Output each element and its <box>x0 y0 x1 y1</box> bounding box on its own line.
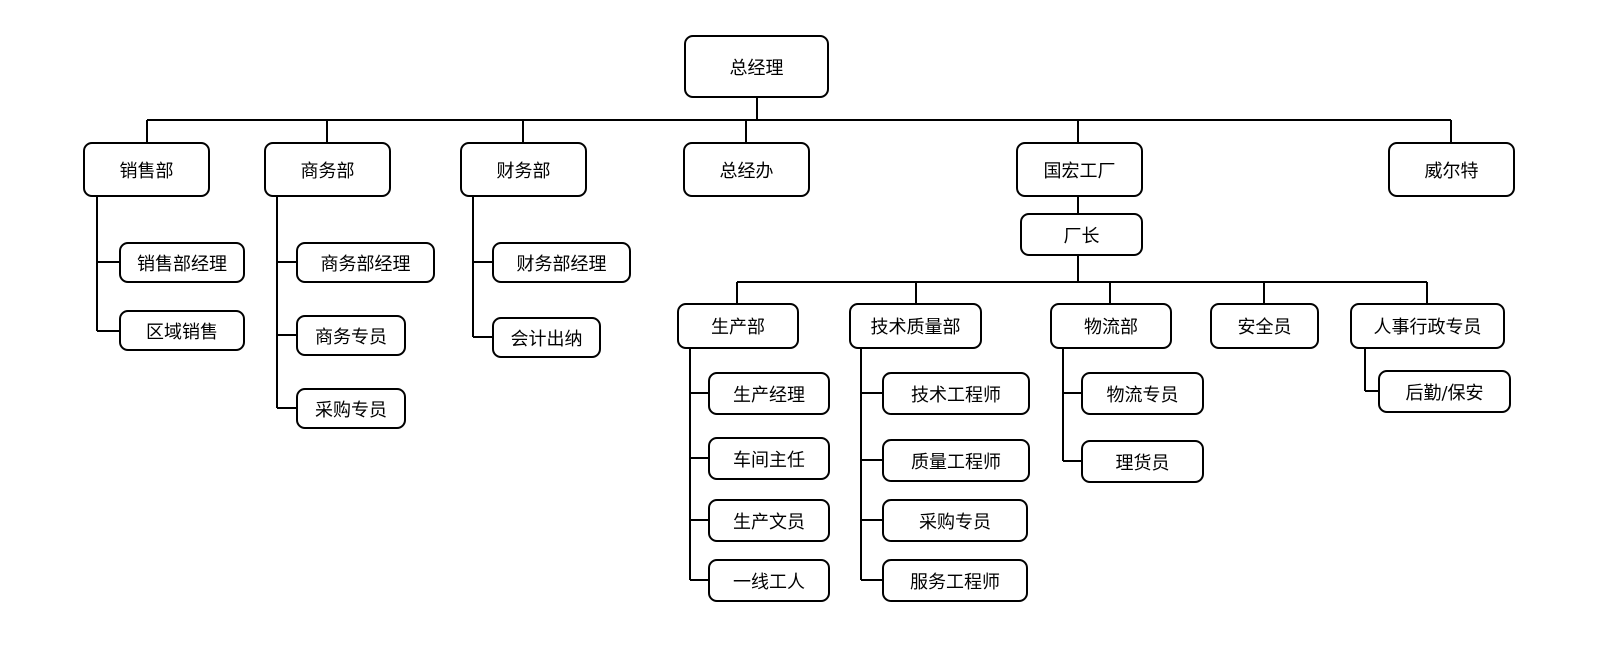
node-production-manager: 生产经理 <box>708 372 830 415</box>
node-stock-clerk: 理货员 <box>1081 440 1204 483</box>
node-production-clerk: 生产文员 <box>708 499 830 542</box>
node-business-purchasing: 采购专员 <box>296 388 406 429</box>
node-production: 生产部 <box>677 303 799 349</box>
node-business-manager: 商务部经理 <box>296 242 435 283</box>
node-service-engineer: 服务工程师 <box>882 559 1028 602</box>
node-tech-quality: 技术质量部 <box>849 303 982 349</box>
node-tq-purchasing: 采购专员 <box>882 499 1028 542</box>
node-factory: 国宏工厂 <box>1016 142 1143 197</box>
node-logistics-security: 后勤/保安 <box>1378 370 1511 413</box>
node-accountant-cashier: 会计出纳 <box>492 317 601 358</box>
node-ceo: 总经理 <box>684 35 829 98</box>
node-sales-manager: 销售部经理 <box>119 242 245 283</box>
node-finance: 财务部 <box>460 142 587 197</box>
node-business: 商务部 <box>264 142 391 197</box>
node-gm-office: 总经办 <box>683 142 810 197</box>
node-quality-engineer: 质量工程师 <box>882 439 1030 482</box>
node-business-specialist: 商务专员 <box>296 315 406 356</box>
node-logistics: 物流部 <box>1050 303 1172 349</box>
node-regional-sales: 区域销售 <box>119 310 245 351</box>
node-workshop-director: 车间主任 <box>708 437 830 480</box>
node-finance-manager: 财务部经理 <box>492 242 631 283</box>
node-safety-officer: 安全员 <box>1210 303 1319 349</box>
node-weierte: 威尔特 <box>1388 142 1515 197</box>
node-tech-engineer: 技术工程师 <box>882 372 1030 415</box>
node-factory-manager: 厂长 <box>1020 213 1143 256</box>
node-sales: 销售部 <box>83 142 210 197</box>
node-hr-admin: 人事行政专员 <box>1350 303 1505 349</box>
node-logistics-specialist: 物流专员 <box>1081 372 1204 415</box>
node-frontline-workers: 一线工人 <box>708 559 830 602</box>
